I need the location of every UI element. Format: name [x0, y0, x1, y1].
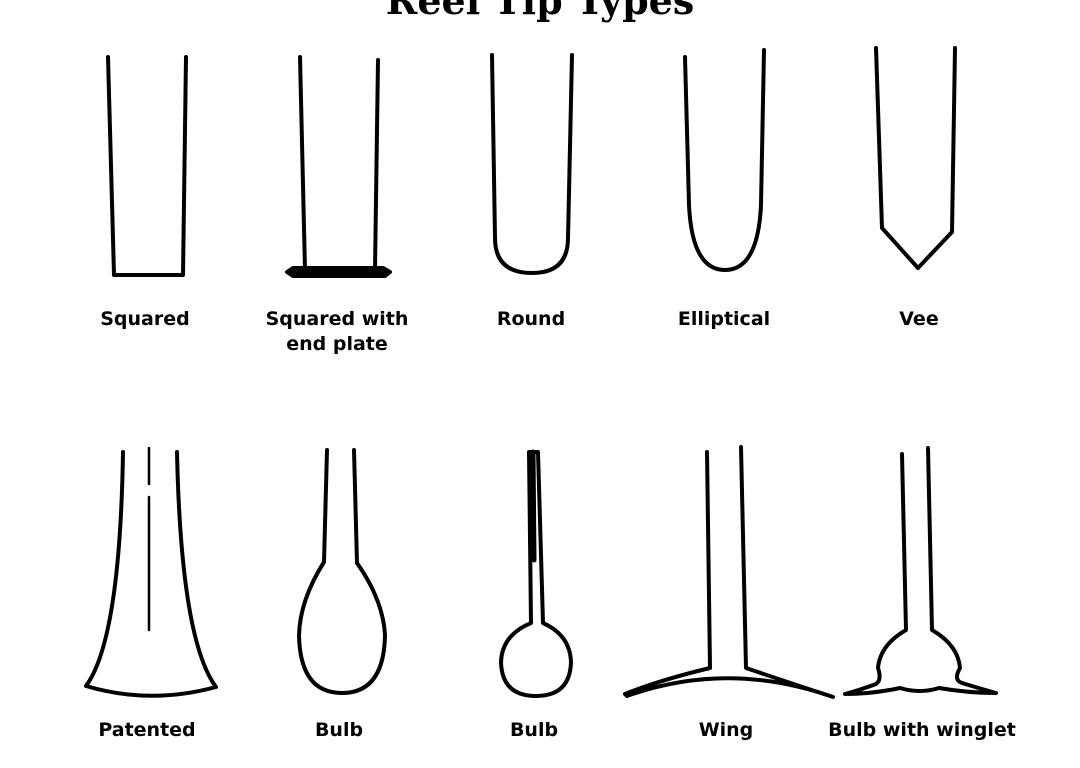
- vee-tip-shape: [874, 46, 957, 270]
- bulb-winglet-tip-shape: [843, 446, 998, 696]
- tip-label-round: Round: [496, 308, 566, 330]
- tip-label-patented: Patented: [98, 719, 196, 741]
- bulb-teardrop-tip-shape: [297, 448, 387, 695]
- tip-label-wing: Wing: [698, 719, 754, 741]
- squared-tip-shape: [106, 55, 188, 277]
- tip-label-elliptical: Elliptical: [677, 308, 771, 330]
- round-tip-shape: [490, 53, 574, 275]
- tip-label-vee: Vee: [899, 308, 939, 330]
- squared-end-plate-tip-shape: [285, 55, 392, 278]
- tip-label-squared-end-plate: Squared with end plate: [265, 308, 409, 355]
- tip-label-bulb-winglet: Bulb with winglet: [828, 719, 1016, 741]
- bulb-ball-tip-shape: [499, 449, 573, 698]
- diagram-title: Reel Tip Types: [385, 0, 695, 23]
- tip-label-bulb-teardrop: Bulb: [314, 719, 364, 741]
- wing-tip-shape: [623, 445, 835, 699]
- patented-tip-shape: [84, 446, 218, 698]
- elliptical-tip-shape: [683, 48, 766, 272]
- tip-label-bulb-ball: Bulb: [509, 719, 559, 741]
- tip-label-squared: Squared: [100, 308, 190, 330]
